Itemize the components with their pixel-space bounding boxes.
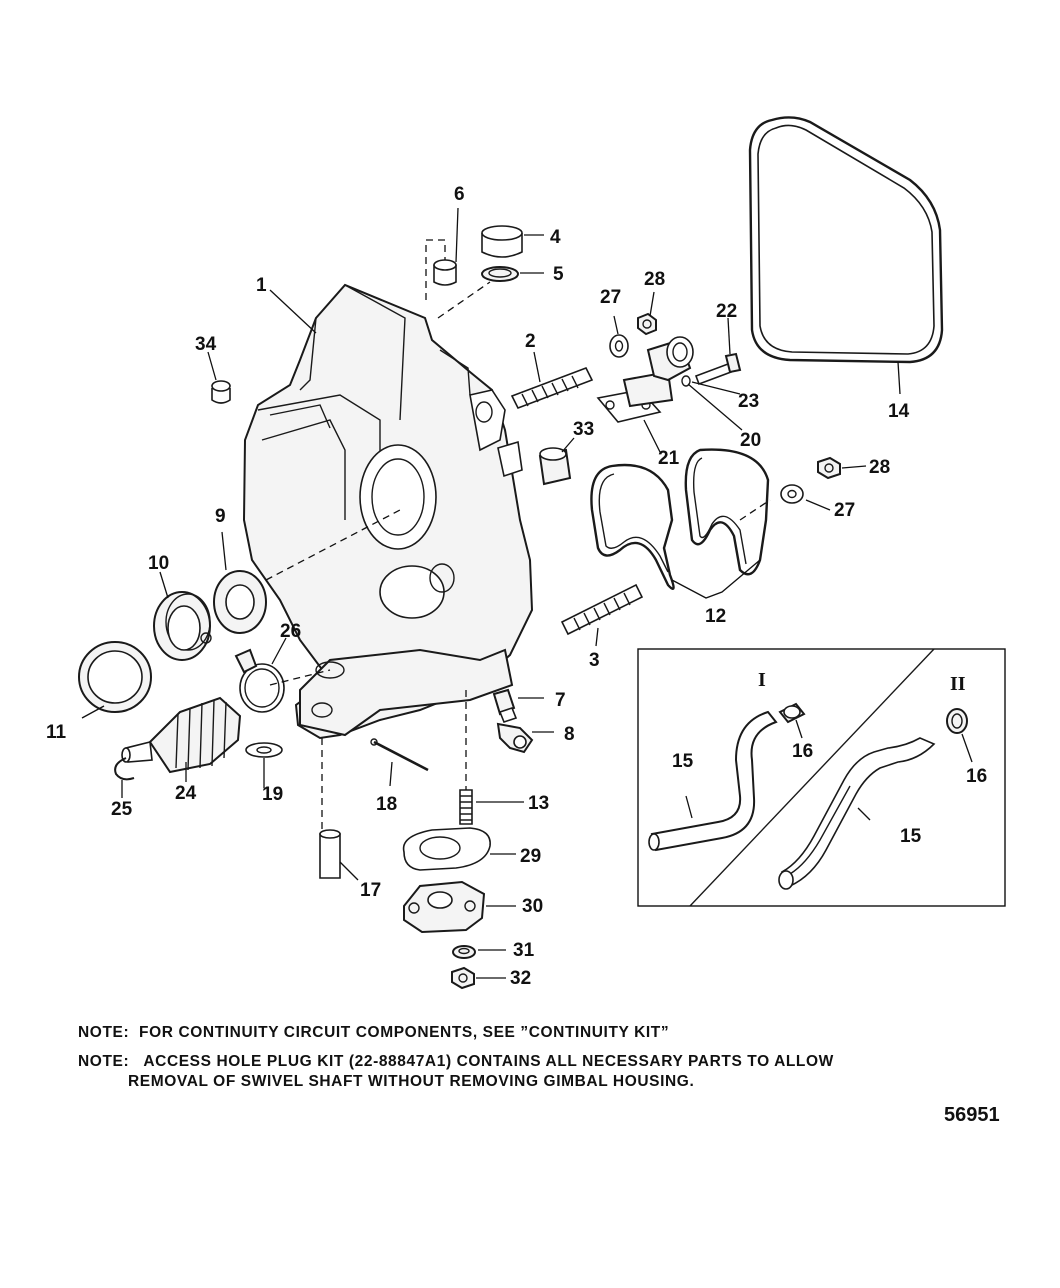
fitting-7 (492, 688, 518, 723)
callout-5: 5 (553, 264, 564, 285)
callout-13: 13 (528, 793, 549, 814)
callout-27-right: 27 (834, 500, 855, 521)
stud-13 (459, 789, 473, 825)
elbow-fitting-20 (622, 336, 694, 408)
callout-28-top: 28 (644, 269, 665, 290)
valve-body-30 (403, 880, 486, 934)
washer-19 (245, 742, 283, 758)
hose-15-inset-i (648, 710, 778, 852)
callout-numbers: 1 2 3 4 5 6 7 8 9 10 11 12 13 14 15 15 1… (46, 184, 987, 989)
callout-23: 23 (738, 391, 759, 412)
callout-27-top: 27 (600, 287, 621, 308)
elbow-8 (496, 722, 534, 754)
callout-17: 17 (360, 880, 381, 901)
gimbal-housing (242, 283, 534, 740)
clip-25 (114, 757, 135, 781)
callout-16-inset-ii: 16 (966, 766, 987, 787)
inset-label-ii: II (950, 673, 966, 695)
washer-27-top (609, 334, 629, 358)
seal-5 (481, 266, 519, 282)
callout-18: 18 (376, 794, 397, 815)
callout-7: 7 (555, 690, 566, 711)
gasket-12-rear (684, 448, 770, 576)
callout-3: 3 (589, 650, 600, 671)
callout-20: 20 (740, 430, 761, 451)
gasket-12-front (590, 463, 675, 590)
bellows-adapter-10 (153, 591, 212, 661)
callout-16-inset-i: 16 (792, 741, 813, 762)
ground-wire-18 (370, 738, 429, 772)
callout-24: 24 (175, 783, 197, 804)
note-access-hole-plug-kit-continued: REMOVAL OF SWIVEL SHAFT WITHOUT REMOVING… (128, 1073, 695, 1090)
callout-9: 9 (215, 506, 226, 527)
callout-21: 21 (658, 448, 680, 469)
callout-30: 30 (522, 896, 543, 917)
clamp-26 (234, 648, 285, 713)
callout-4: 4 (550, 227, 561, 248)
callout-31: 31 (513, 940, 535, 961)
callout-29: 29 (520, 846, 541, 867)
callout-10: 10 (148, 553, 169, 574)
bushing-4 (481, 225, 523, 258)
callout-33: 33 (573, 419, 594, 440)
callout-8: 8 (564, 724, 575, 745)
callout-34: 34 (195, 334, 217, 355)
gasket-29 (402, 827, 491, 871)
inset-panel: I II (637, 648, 1006, 907)
nut-28-right (817, 456, 841, 480)
callout-1: 1 (256, 275, 267, 296)
callout-32: 32 (510, 968, 531, 989)
callout-22: 22 (716, 301, 737, 322)
stud-3 (560, 583, 644, 636)
fitting-16-inset-i (778, 702, 806, 724)
plug-33 (538, 447, 572, 486)
callout-28-right: 28 (869, 457, 890, 478)
washer-27-right (780, 484, 804, 504)
callout-14: 14 (888, 401, 910, 422)
callout-2: 2 (525, 331, 536, 352)
hose-15-inset-ii (778, 737, 936, 890)
nut-28-top (637, 312, 657, 336)
callout-6: 6 (454, 184, 465, 205)
inset-label-i: I (758, 669, 766, 691)
callout-19: 19 (262, 784, 283, 805)
washer-31 (452, 945, 476, 959)
leader-lines (81, 207, 973, 979)
fitting-16-inset-ii (946, 708, 968, 734)
callout-26: 26 (280, 621, 301, 642)
note-continuity-kit: NOTE: FOR CONTINUITY CIRCUIT COMPONENTS,… (78, 1024, 670, 1041)
callout-15-inset-ii: 15 (900, 826, 922, 847)
callout-12: 12 (705, 606, 726, 627)
bellows-24 (121, 696, 242, 774)
note-access-hole-plug-kit: NOTE: ACCESS HOLE PLUG KIT (22-88847A1) … (78, 1053, 834, 1070)
seal-ring-14 (748, 116, 944, 364)
assembly-lines (265, 239, 771, 830)
callout-11: 11 (46, 722, 67, 743)
seal-9 (213, 570, 267, 634)
plug-34 (211, 380, 231, 404)
nut-32 (451, 966, 475, 990)
gimbal-ring-11 (78, 641, 152, 713)
figure-number: 56951 (944, 1104, 1000, 1126)
bolt-22 (694, 352, 742, 386)
stud-2 (510, 366, 594, 410)
pin-17 (319, 829, 341, 879)
bushing-6 (433, 259, 457, 286)
oring-23 (681, 375, 691, 387)
callout-25: 25 (111, 799, 133, 820)
callout-15-inset-i: 15 (672, 751, 694, 772)
